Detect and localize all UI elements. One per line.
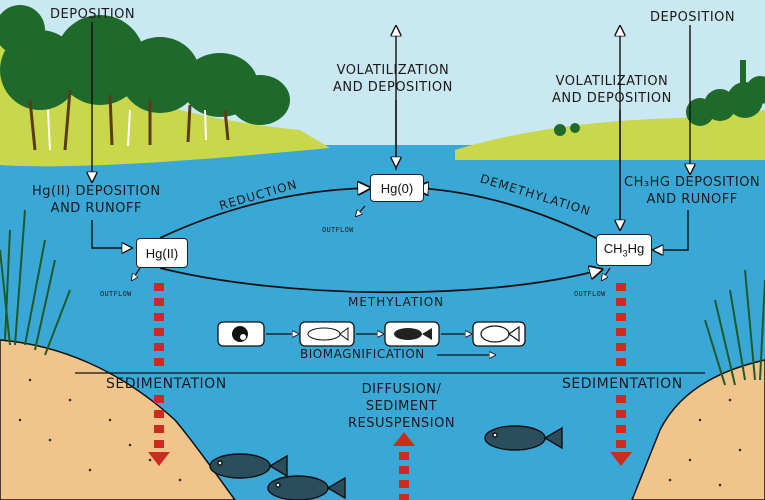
tree-icon: [554, 60, 765, 136]
outflow-hg0-label: OUTFLOW: [322, 226, 354, 234]
hg2-runoff-arrow: [91, 220, 130, 248]
sedimentation-right-label: SEDIMENTATION: [562, 376, 683, 392]
outflow-hg2-label: OUTFLOW: [100, 290, 132, 298]
tree-trunks: [28, 89, 230, 151]
biomagnification-label: BIOMAGNIFICATION: [300, 347, 425, 361]
reed-icon: [0, 209, 765, 386]
small-fish-icon: [299, 321, 355, 347]
deposition-right-label: DEPOSITION: [650, 10, 736, 25]
resuspension-arrow: [393, 432, 415, 500]
sedimentation-arrow-right: [610, 283, 632, 466]
methylation-arc: [159, 268, 600, 294]
sediment-dots: [18, 378, 742, 487]
far-shore-right: [455, 110, 765, 160]
tree-icon: [0, 5, 290, 125]
volatilization-center-label: VOLATILIZATION AND DEPOSITION: [333, 63, 453, 95]
bass-fish-icon: [209, 453, 288, 479]
deposition-left-label: DEPOSITION: [50, 7, 136, 22]
bass-fish-icon: [484, 425, 563, 451]
ch3hg-runoff-arrow: [655, 210, 689, 250]
hg2-box: Hg(II): [136, 238, 188, 268]
bass-fish-icon: [267, 475, 346, 500]
volatilization-right-label: VOLATILIZATION AND DEPOSITION: [552, 74, 672, 106]
sediment-right: [631, 359, 765, 500]
hg0-box: Hg(0): [370, 174, 424, 202]
tree-trunks-white: [47, 109, 207, 151]
outflow-ch3hg-label: OUTFLOW: [574, 290, 606, 298]
sedimentation-left-label: SEDIMENTATION: [106, 376, 227, 392]
ch3hg-box: CH3Hg: [596, 234, 652, 266]
hg2-label: Hg(II): [145, 245, 179, 261]
diffusion-resuspension-label: DIFFUSION/ SEDIMENT RESUSPENSION: [348, 382, 456, 431]
methylation-label: METHYLATION: [348, 295, 445, 309]
reduction-arc: [159, 188, 368, 239]
demethylation-arc: [418, 188, 601, 241]
sediment-left: [0, 339, 236, 500]
ch3hg-label: CH3Hg: [603, 241, 645, 259]
left-shore: [0, 40, 330, 167]
ch3hg-deposition-label: CH₃HG DEPOSITION AND RUNOFF: [624, 175, 761, 207]
hg0-label: Hg(0): [380, 180, 414, 196]
hg2-deposition-label: Hg(II) DEPOSITION AND RUNOFF: [32, 184, 161, 216]
sedimentation-arrow-left: [148, 283, 170, 466]
